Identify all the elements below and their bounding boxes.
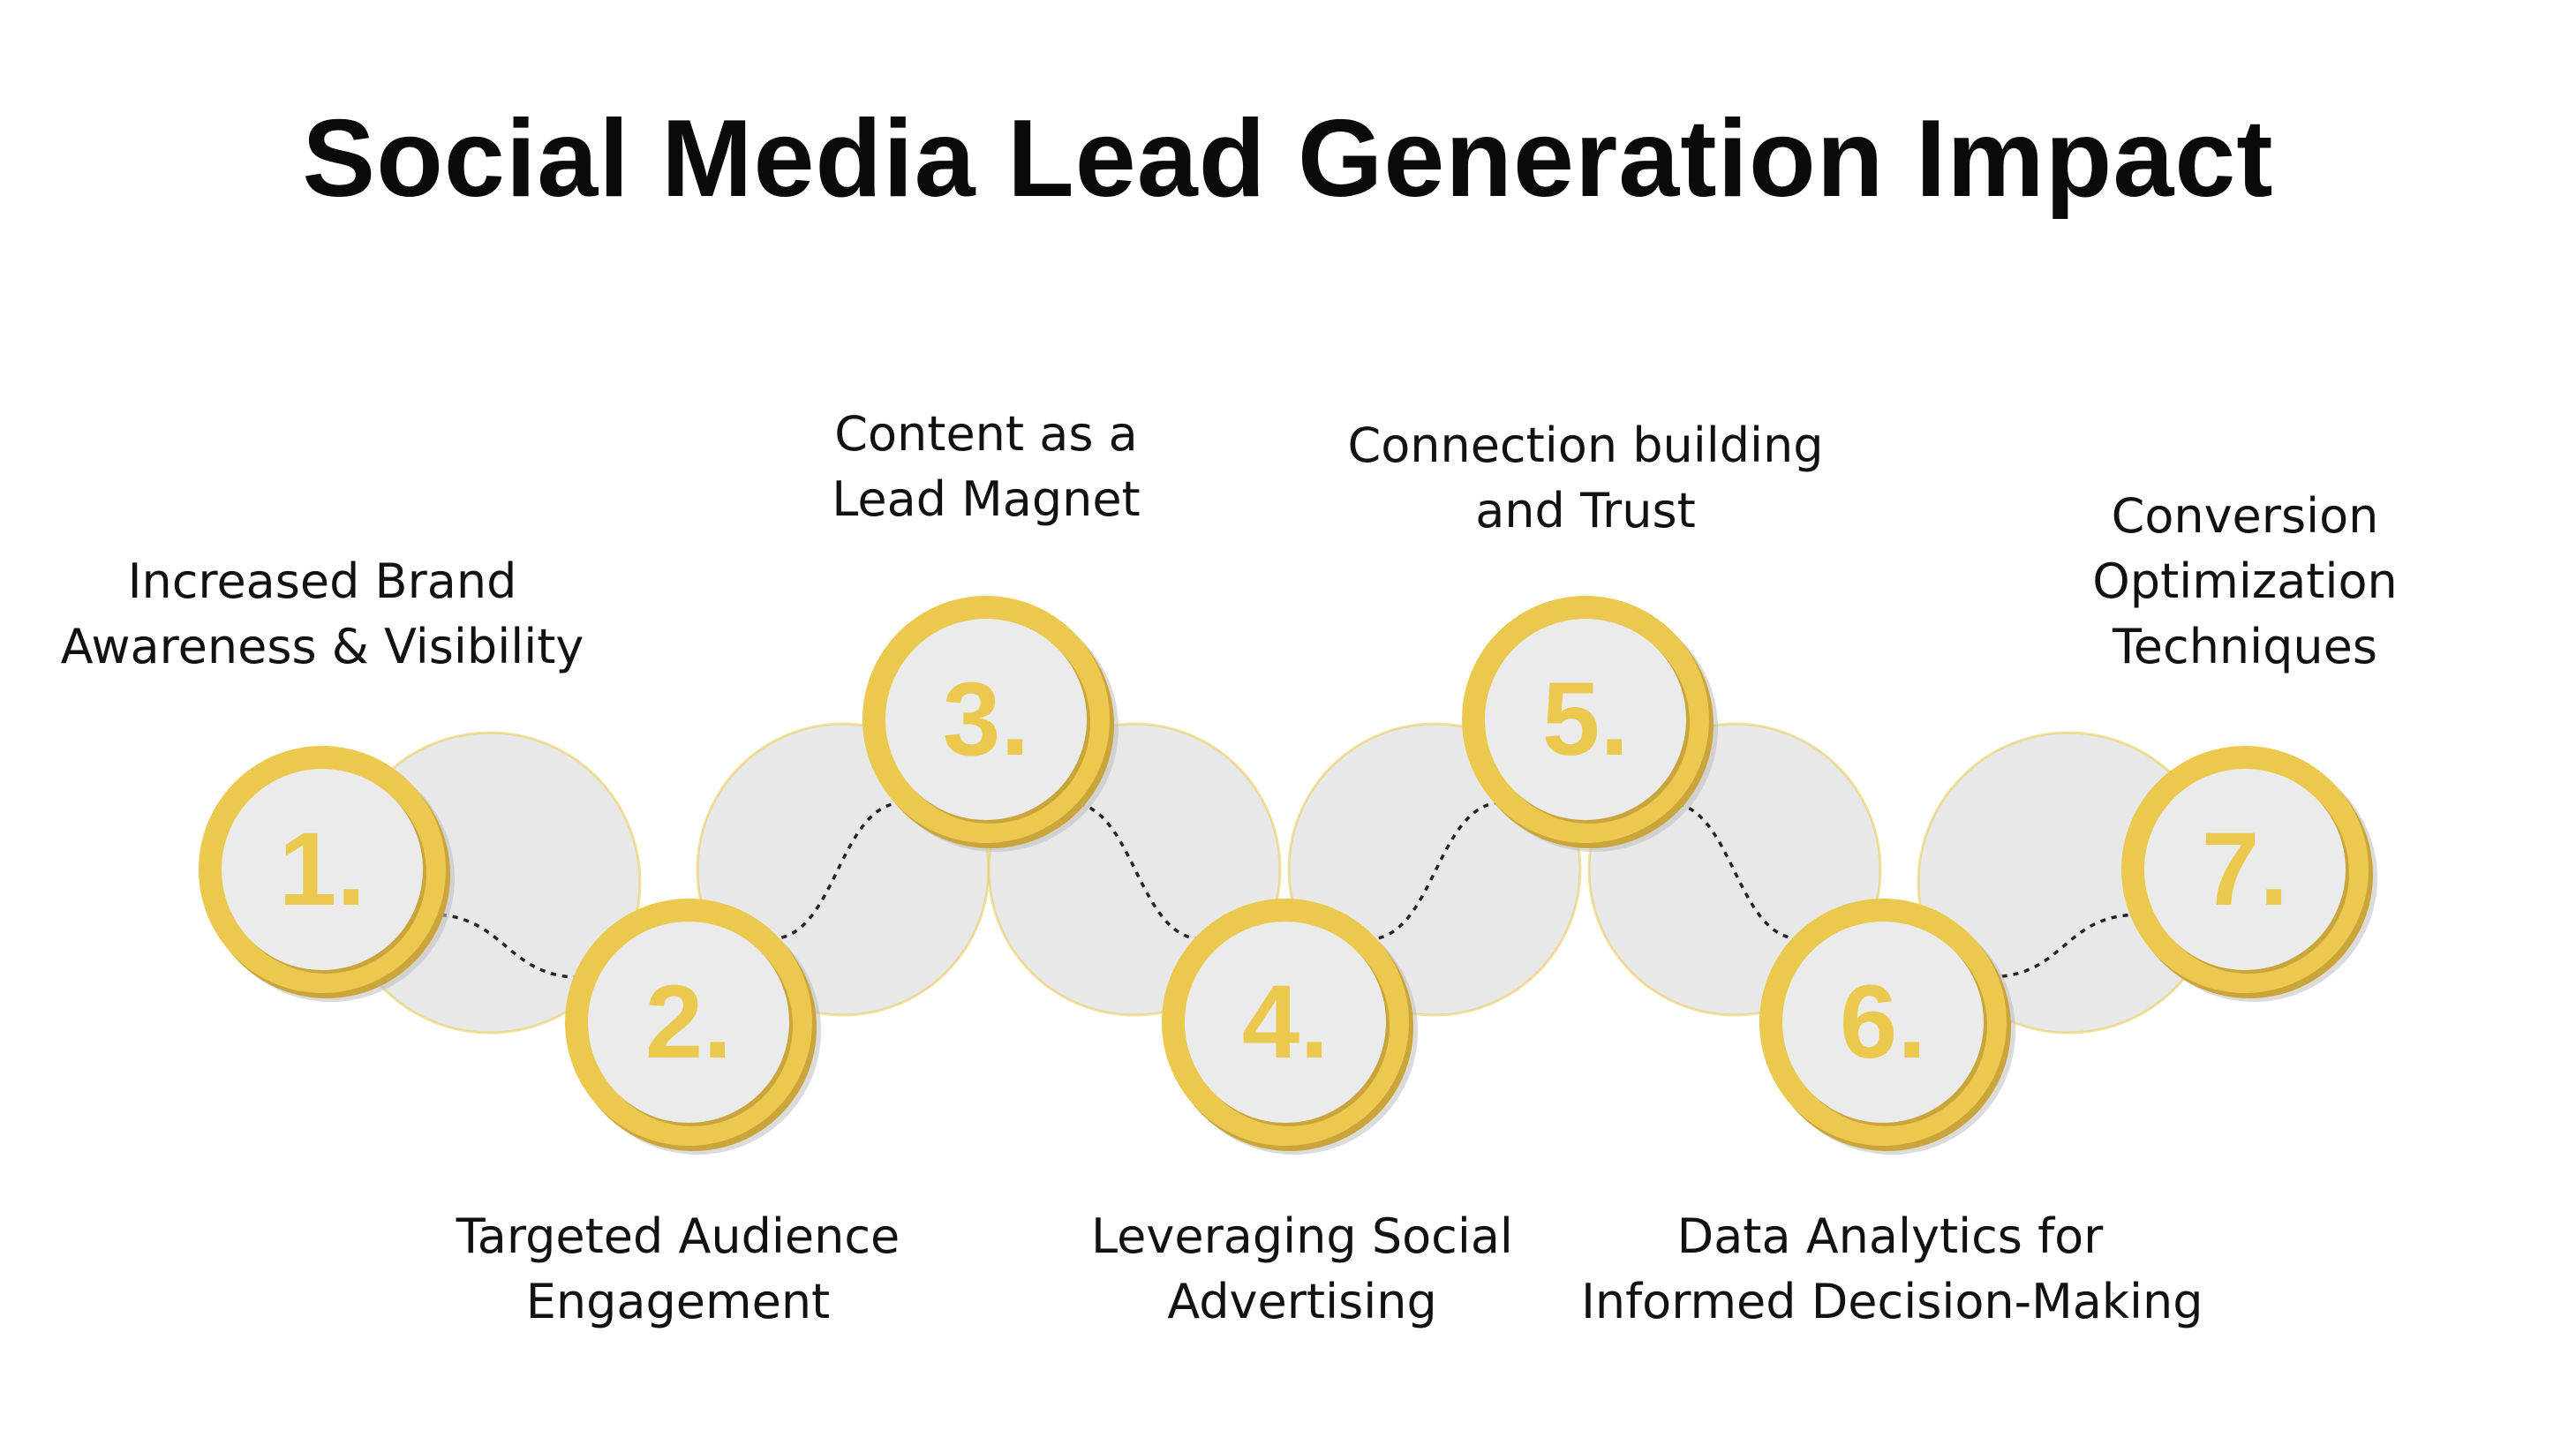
- dotted-connector-3: [1067, 801, 1204, 941]
- step-2-circle: 2.: [565, 899, 821, 1155]
- step-7-circle: 7.: [2121, 746, 2377, 1002]
- label-line: Informed Decision-Making: [1581, 1274, 2203, 1329]
- disc: [1185, 922, 1386, 1123]
- label-line: and Trust: [1475, 483, 1696, 538]
- step-number: 3.: [943, 661, 1029, 778]
- label-line: Leveraging Social: [1091, 1208, 1513, 1264]
- dotted-connector-2: [770, 801, 905, 941]
- step-3-label: Content as a Lead Magnet: [677, 402, 1295, 532]
- step-4-circle: 4.: [1162, 899, 1418, 1155]
- dotted-connector-6: [1990, 913, 2138, 979]
- step-number: 1.: [279, 811, 365, 928]
- step-3-circle: 3.: [862, 596, 1119, 852]
- disc: [588, 922, 789, 1123]
- step-5-label: Connection building and Trust: [1277, 413, 1894, 544]
- disc: [2144, 769, 2346, 970]
- dotted-connector-1: [429, 913, 582, 979]
- label-line: Targeted Audience: [456, 1208, 900, 1264]
- label-line: Conversion: [2111, 488, 2379, 544]
- dotted-connector-4: [1367, 800, 1504, 941]
- step-number: 5.: [1542, 661, 1629, 778]
- disc: [1485, 619, 1686, 820]
- step-number: 7.: [2202, 811, 2288, 928]
- label-line: Content as a: [834, 406, 1138, 462]
- label-line: Advertising: [1167, 1274, 1437, 1329]
- step-1-circle: 1.: [199, 746, 455, 1002]
- label-line: Awareness & Visibility: [60, 619, 584, 674]
- step-number: 4.: [1242, 964, 1329, 1080]
- diagram-title: Social Media Lead Generation Impact: [302, 98, 2274, 220]
- label-line: Lead Magnet: [832, 471, 1141, 527]
- label-line: Data Analytics for: [1676, 1208, 2104, 1264]
- step-number: 2.: [645, 964, 732, 1080]
- step-number: 6.: [1840, 964, 1926, 1080]
- step-6-circle: 6.: [1759, 899, 2015, 1155]
- label-line: Techniques: [2112, 619, 2378, 674]
- step-5-circle: 5.: [1462, 596, 1718, 852]
- label-line: Engagement: [525, 1274, 831, 1329]
- dotted-connector-5: [1667, 801, 1802, 941]
- label-line: Optimization: [2092, 553, 2398, 609]
- label-line: Increased Brand: [127, 553, 517, 609]
- disc: [1782, 922, 1984, 1123]
- disc: [885, 619, 1087, 820]
- label-line: Connection building: [1347, 418, 1824, 473]
- disc: [222, 769, 423, 970]
